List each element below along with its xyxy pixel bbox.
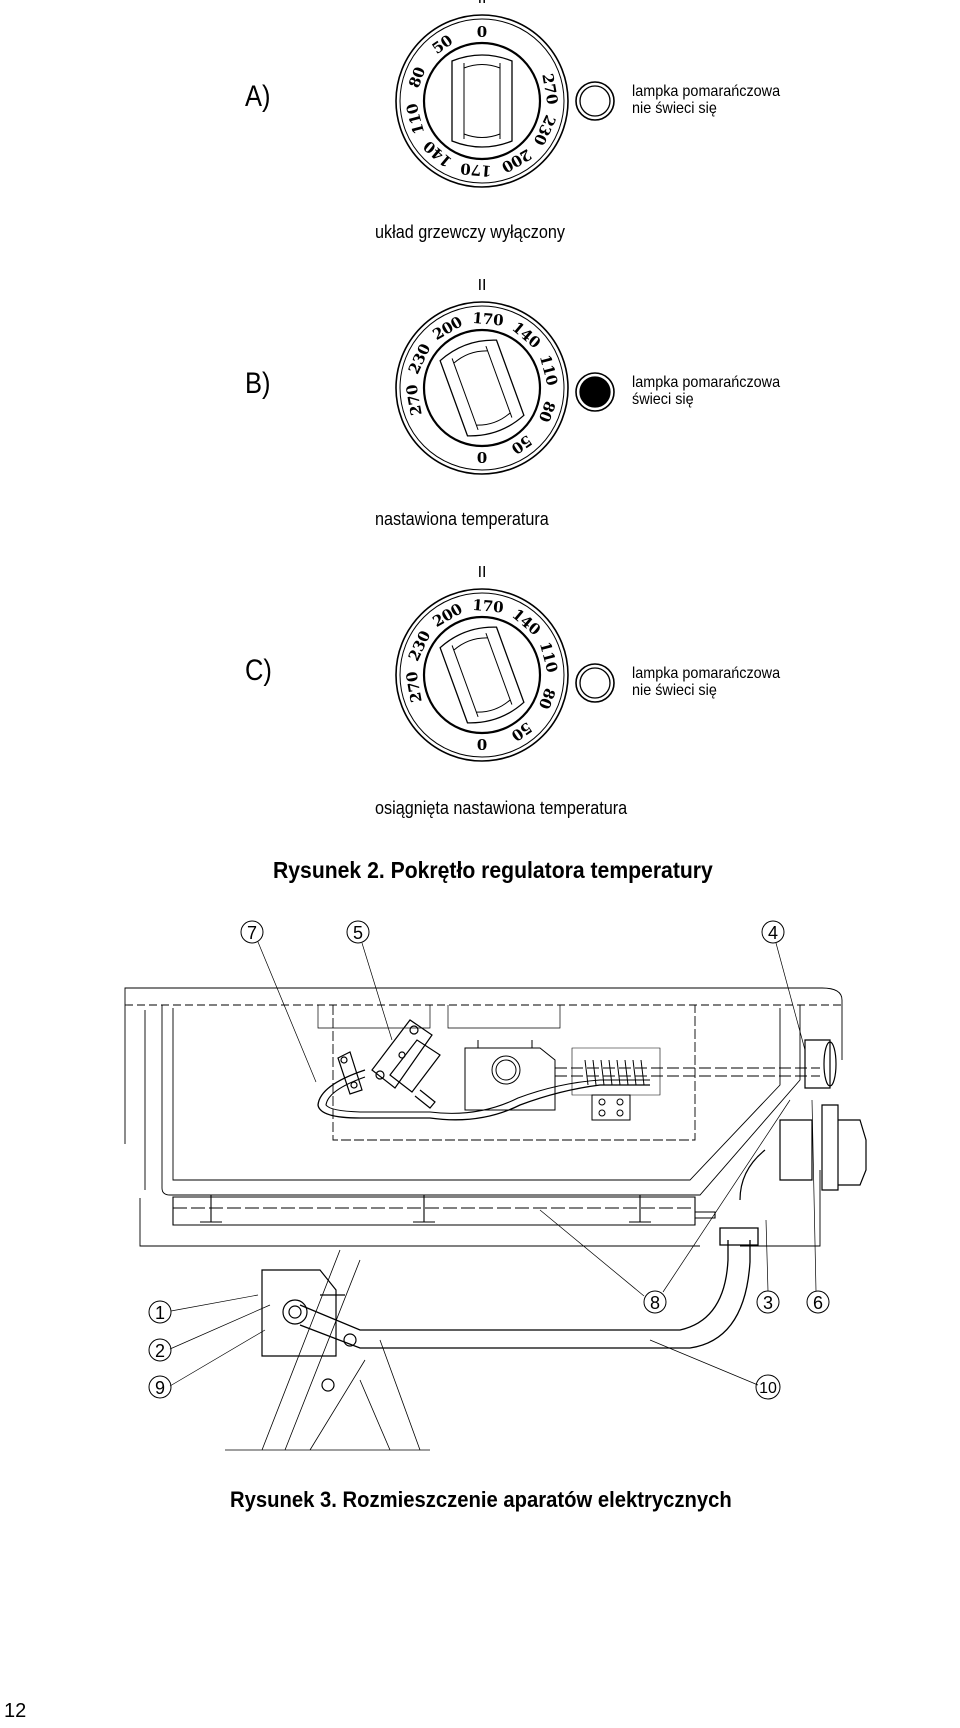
dial-mark: 200: [429, 600, 465, 631]
front-panel-components: [739, 1039, 867, 1201]
figure-3-title: Rysunek 3. Rozmieszczenie aparatów elekt…: [230, 1487, 732, 1512]
dial-mark: 200: [498, 145, 534, 176]
knob: [439, 626, 525, 724]
callout-number: 10: [759, 1380, 777, 1397]
lamp-status-label: lampka pomarańczowa nie świeci się: [632, 665, 780, 699]
callout-9: 9: [148, 1375, 172, 1399]
callout-number: 3: [763, 1293, 773, 1313]
knob: [439, 339, 525, 437]
cable: [317, 1069, 650, 1121]
callout-number: 5: [353, 923, 363, 943]
panel-caption: układ grzewczy wyłączony: [375, 222, 565, 242]
dial-mark: 230: [405, 341, 435, 377]
leader-lines: [169, 941, 817, 1387]
page-number: 12: [4, 1700, 27, 1722]
callout-4: 4: [761, 920, 785, 944]
dial-mark: 170: [472, 309, 505, 330]
figure-2-title: Rysunek 2. Pokrętło regulatora temperatu…: [273, 857, 713, 883]
electrical-layout-drawing: 7 5 4 1 2 9 8 3 6 10: [124, 920, 867, 1451]
panel-letter: C): [245, 654, 272, 687]
indicator-lamp-on: [575, 372, 615, 412]
callout-5: 5: [346, 920, 370, 944]
dial-mark: 270: [538, 72, 561, 106]
panel-caption: nastawiona temperatura: [375, 509, 549, 529]
lamp-label-line-1: lampka pomarańczowa: [632, 374, 781, 391]
lamp-label-line-2: nie świeci się: [632, 682, 717, 699]
dial-mark: 170: [460, 159, 493, 180]
callout-number: 4: [768, 923, 778, 943]
callout-10: 10: [755, 1374, 781, 1400]
panel-caption: osiągnięta nastawiona temperatura: [375, 798, 628, 818]
lamp-label-line-2: nie świeci się: [632, 100, 717, 117]
switch-component: [337, 1019, 441, 1109]
dial-mark: 0: [477, 23, 487, 41]
panel-letter: B): [245, 367, 271, 400]
callout-number: 6: [813, 1293, 823, 1313]
knob: [451, 54, 513, 148]
indicator-lamp-off: [575, 81, 615, 121]
callout-number: 8: [650, 1293, 660, 1313]
heating-element-rail: [172, 1195, 716, 1226]
dial-mark: 230: [405, 628, 435, 664]
lamp-status-label: lampka pomarańczowa nie świeci się: [632, 83, 780, 117]
dial-mark: 270: [402, 383, 425, 417]
callout-number: 7: [247, 923, 257, 943]
callout-8: 8: [643, 1290, 667, 1314]
stand-legs: [225, 1249, 430, 1451]
dial-top-mark: II: [478, 277, 487, 294]
dial-top-mark: II: [478, 564, 487, 581]
panel-letter: A): [245, 80, 271, 113]
cable-conduit: [299, 1227, 759, 1349]
lamp-label-line-1: lampka pomarańczowa: [632, 83, 781, 100]
callout-number: 9: [155, 1378, 165, 1398]
dial-mark: 270: [402, 670, 425, 704]
callout-3: 3: [756, 1290, 780, 1314]
lamp-label-line-1: lampka pomarańczowa: [632, 665, 781, 682]
callout-number: 1: [155, 1303, 165, 1323]
callout-1: 1: [148, 1300, 172, 1324]
callout-6: 6: [806, 1290, 830, 1314]
dial-mark: 170: [472, 596, 505, 617]
callout-number: 2: [155, 1341, 165, 1361]
thermostat-block: [464, 1040, 820, 1121]
dial-top-mark: II: [478, 0, 487, 7]
lamp-status-label: lampka pomarańczowa świeci się: [632, 374, 780, 408]
temperature-dial-drawing: II 0 50 80 110 140 170 200 230 270: [395, 0, 569, 188]
callout-7: 7: [240, 920, 264, 944]
dial-mark: 0: [477, 735, 487, 753]
lamp-label-line-2: świeci się: [632, 391, 694, 408]
junction-box: [261, 1269, 357, 1392]
temperature-dial-drawing: II 0 50 80 110 140 170 200 230 270: [395, 277, 569, 475]
dial-mark: 230: [530, 112, 560, 148]
housing-outline: [124, 987, 843, 1247]
dial-mark: 200: [429, 313, 465, 344]
indicator-lamp-off: [575, 663, 615, 703]
callout-2: 2: [148, 1338, 172, 1362]
temperature-dial-drawing: II 0 50 80 110 140 170 200 230 270: [395, 564, 569, 762]
dial-mark: 0: [477, 448, 487, 466]
